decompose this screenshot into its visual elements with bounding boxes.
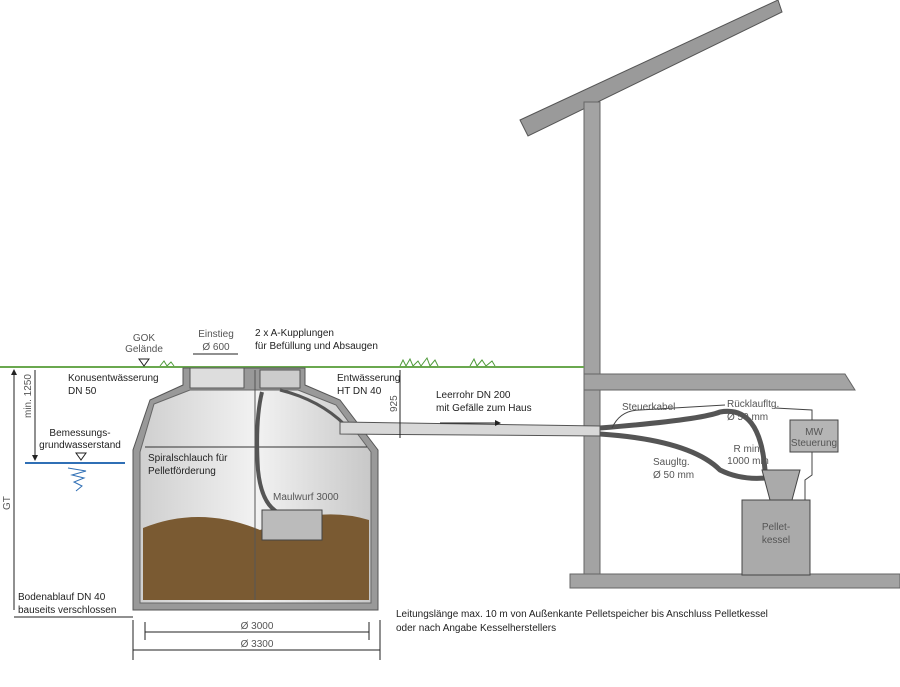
label-min1250: min. 1250 bbox=[23, 374, 34, 418]
label-einstieg-size: Ø 600 bbox=[202, 342, 230, 353]
label-rmin: R min. bbox=[734, 444, 763, 455]
wall bbox=[583, 101, 601, 588]
label-leerrohr-2: mit Gefälle zum Haus bbox=[436, 403, 532, 414]
hopper bbox=[761, 469, 801, 501]
grass bbox=[159, 356, 496, 368]
label-925: 925 bbox=[389, 395, 400, 412]
label-bodenablauf-2: bauseits verschlossen bbox=[18, 605, 116, 616]
return-line bbox=[599, 408, 768, 471]
pellet-boiler bbox=[741, 499, 811, 576]
label-ruecklauf: Rücklaufltg. bbox=[727, 399, 779, 410]
label-spiralschlauch: Spiralschlauch für bbox=[148, 453, 228, 464]
label-entwaesserung: Entwässerung bbox=[337, 373, 400, 384]
label-leitungslaenge: Leitungslänge max. 10 m von Außenkante P… bbox=[396, 609, 768, 620]
roof bbox=[519, 0, 783, 137]
label-konus: Konusentwässerung bbox=[68, 373, 159, 384]
label-ruecklauf-2: Ø 50 mm bbox=[727, 412, 768, 423]
maulwurf-unit bbox=[261, 509, 323, 541]
label-gelaende: Gelände bbox=[125, 344, 163, 355]
pellet-tank bbox=[132, 367, 379, 611]
water-icon bbox=[67, 467, 87, 492]
label-gt: GT bbox=[2, 496, 13, 510]
label-saugleitung-2: Ø 50 mm bbox=[653, 470, 694, 481]
label-leitungslaenge-2: oder nach Angabe Kesselherstellers bbox=[396, 623, 556, 634]
label-mw: MW bbox=[805, 427, 823, 438]
label-rmin-2: 1000 mm bbox=[727, 456, 769, 467]
suction-line bbox=[599, 431, 766, 481]
label-spiralschlauch-2: Pelletförderung bbox=[148, 466, 216, 477]
label-d3300: Ø 3300 bbox=[241, 639, 274, 650]
label-steuerkabel: Steuerkabel bbox=[622, 402, 675, 413]
ground-level-marker-icon bbox=[138, 358, 150, 367]
mw-control-box bbox=[789, 419, 839, 453]
label-pelletkessel-2: kessel bbox=[762, 535, 790, 546]
label-grundwasser: Bemessungs- bbox=[49, 428, 110, 439]
label-entwaesserung-2: HT DN 40 bbox=[337, 386, 382, 397]
label-pelletkessel: Pellet- bbox=[762, 522, 790, 533]
label-einstieg: Einstieg bbox=[198, 329, 234, 340]
label-grundwasser-2: grundwasserstand bbox=[39, 440, 121, 451]
control-cable bbox=[611, 404, 726, 429]
water-level-marker-icon bbox=[75, 452, 87, 461]
house-structure bbox=[519, 0, 900, 589]
ceiling-slab bbox=[583, 373, 856, 391]
leerrohr-pipe bbox=[339, 421, 601, 437]
label-bodenablauf: Bodenablauf DN 40 bbox=[18, 592, 106, 603]
label-konus-2: DN 50 bbox=[68, 386, 97, 397]
label-leerrohr: Leerrohr DN 200 bbox=[436, 390, 511, 401]
label-steuerung: Steuerung bbox=[791, 438, 837, 449]
label-gok: GOK bbox=[133, 333, 156, 344]
label-saugleitung: Saugltg. bbox=[653, 457, 690, 468]
label-d3000: Ø 3000 bbox=[241, 621, 274, 632]
basement-floor bbox=[569, 573, 900, 589]
label-kupplungen-2: für Befüllung und Absaugen bbox=[255, 341, 378, 352]
label-maulwurf: Maulwurf 3000 bbox=[273, 492, 339, 503]
label-kupplungen: 2 x A-Kupplungen bbox=[255, 328, 334, 339]
